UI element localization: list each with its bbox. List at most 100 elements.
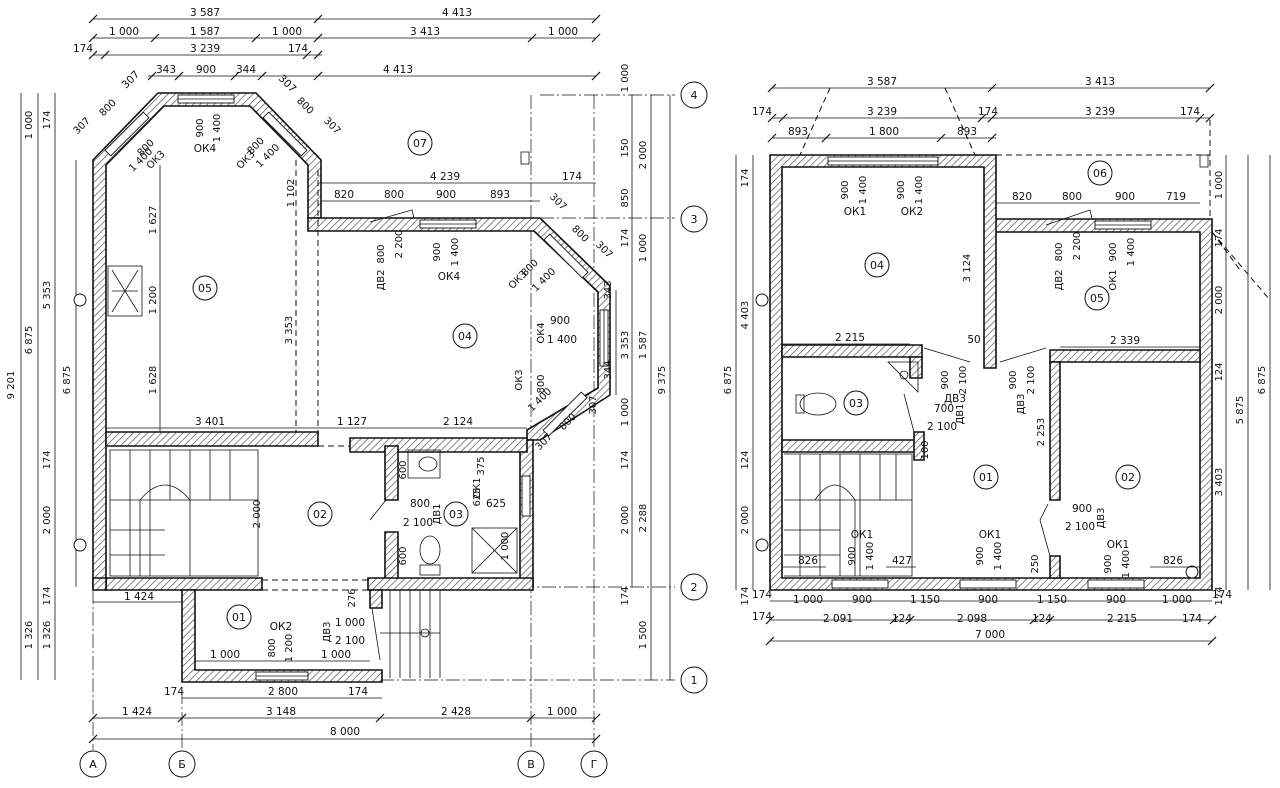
dim-text: 344 <box>236 64 256 76</box>
dim-text: 900 <box>196 64 216 76</box>
marker-circle <box>73 293 87 307</box>
window-ok3 <box>543 233 589 279</box>
door-swing <box>923 347 971 363</box>
opening-label: 700 2 100 ДВ1 <box>927 403 966 433</box>
opening-label: 1 000 2 100 ДВ3 <box>322 617 365 647</box>
svg-text:ДВ3: ДВ3 <box>1096 507 1107 528</box>
dim-text: 1 000 <box>620 398 631 427</box>
opening-label: 800 2 200 ДВ2 <box>1054 232 1083 291</box>
svg-text:1 400: 1 400 <box>914 176 925 205</box>
svg-text:ОК2: ОК2 <box>270 621 292 633</box>
svg-text:900: 900 <box>1108 242 1119 261</box>
dim-text: 1 150 <box>1037 594 1067 606</box>
dim-text: 124 <box>740 450 751 469</box>
dim-text: 6 875 <box>24 326 35 355</box>
dim-text: 800 <box>384 189 404 201</box>
svg-text:ОК1: ОК1 <box>1107 539 1129 551</box>
opening-label: 900 2 100 ДВ3 <box>1065 503 1107 533</box>
dim-text: 2 339 <box>1110 335 1140 347</box>
marker-circle <box>755 538 769 552</box>
dim-text: 5 353 <box>42 281 53 310</box>
svg-text:900: 900 <box>940 370 951 389</box>
window-ok1 <box>521 475 531 517</box>
svg-text:800: 800 <box>410 498 430 510</box>
plan-left-stairs <box>109 160 441 678</box>
dim-text: 1 000 <box>321 649 351 661</box>
room-label: 01 <box>232 611 246 624</box>
svg-text:1 400: 1 400 <box>212 114 223 143</box>
svg-text:ДВ2: ДВ2 <box>1054 269 1065 290</box>
dim-text: 9 375 <box>657 366 668 395</box>
opening-label: ОК1 900 1 400 <box>847 529 876 570</box>
opening-label: 900 1 400 ОК1 <box>840 176 869 218</box>
dim-text: 2 124 <box>443 416 473 428</box>
dim-text: 174 <box>1214 586 1225 605</box>
dim-text: 343 <box>603 280 614 299</box>
dim-text: 174 <box>620 586 631 605</box>
dim-text: 276 <box>347 588 358 607</box>
plan-left-rooms: 07 05 04 02 03 01 <box>192 130 478 630</box>
dim-text: 4 239 <box>430 171 460 183</box>
dim-text: 3 124 <box>962 254 973 283</box>
dim-text: 174 <box>42 586 53 605</box>
marker-circle <box>73 538 87 552</box>
plan-left-fixtures <box>107 151 530 576</box>
dim-text: 3 353 <box>284 316 295 345</box>
dim-text: 1 000 <box>1162 594 1192 606</box>
svg-text:900: 900 <box>432 242 443 261</box>
plan-right-dims-right: 1 000 174 2 000 124 3 403 174 5 875 6 87… <box>1211 155 1271 606</box>
plan-left-dims-bottom: 1 424 3 148 2 428 1 000 8 000 174 2 800 … <box>88 686 601 744</box>
dim-text: 150 <box>620 138 631 157</box>
room-marker-06 <box>1087 160 1113 186</box>
dim-text: 1 587 <box>190 26 220 38</box>
room-marker-03 <box>443 501 469 527</box>
dim-text: 307 <box>547 192 568 213</box>
svg-text:2 100: 2 100 <box>403 517 433 529</box>
svg-text:1 400: 1 400 <box>1121 550 1132 579</box>
svg-text:1 400: 1 400 <box>547 334 577 346</box>
dim-text: 1 000 <box>272 26 302 38</box>
opening-label: 900 1 400 ОК2 <box>896 176 925 218</box>
svg-text:ОК4: ОК4 <box>536 322 547 343</box>
dim-text: 1 000 <box>547 706 577 718</box>
dim-text: 5 875 <box>1235 396 1246 425</box>
dim-text: 174 <box>348 686 368 698</box>
dim-text: 4 413 <box>383 64 413 76</box>
dim-text: 2 215 <box>1107 613 1137 625</box>
svg-text:1 400: 1 400 <box>858 176 869 205</box>
sink-icon <box>407 449 441 479</box>
room-label: 06 <box>1093 167 1107 180</box>
fireplace-icon <box>107 265 143 317</box>
room-label: 05 <box>198 282 212 295</box>
dim-text: 174 <box>752 589 772 601</box>
axis-label: 2 <box>691 581 698 594</box>
svg-text:ОК4: ОК4 <box>438 271 461 283</box>
window-ok3 <box>104 111 150 157</box>
axis-label: А <box>89 758 97 771</box>
dim-text: 900 <box>436 189 456 201</box>
room-marker-05 <box>1084 285 1110 311</box>
svg-text:ДВ2: ДВ2 <box>376 269 387 290</box>
dim-text: 174 <box>1182 613 1202 625</box>
dim-text: 174 <box>288 43 308 55</box>
room-marker-05 <box>192 275 218 301</box>
window-ok3 <box>262 111 308 157</box>
room-label: 01 <box>979 471 993 484</box>
plan-right: 3 587 3 413 174 3 239 174 3 239 174 893 … <box>723 76 1271 646</box>
dim-text: 800 <box>1062 191 1082 203</box>
dim-text: 124 <box>1032 613 1052 625</box>
opening-label: 800 2 100 ДВ1 <box>403 498 443 529</box>
svg-text:900: 900 <box>975 546 986 565</box>
room-marker-04 <box>452 323 478 349</box>
opening-label: 900 1 400 ОК4 <box>536 315 577 346</box>
axis-marker-v <box>517 750 545 778</box>
dim-text: 3 148 <box>266 706 296 718</box>
toilet-icon <box>419 535 441 565</box>
opening-label: 900 1 400 ОК4 <box>432 238 461 283</box>
svg-text:900: 900 <box>1103 554 1114 573</box>
dim-text: 1 000 <box>1214 171 1225 200</box>
dim-text: 800 <box>98 98 119 119</box>
dim-text: 625 <box>472 487 483 506</box>
room-label: 05 <box>1090 292 1104 305</box>
